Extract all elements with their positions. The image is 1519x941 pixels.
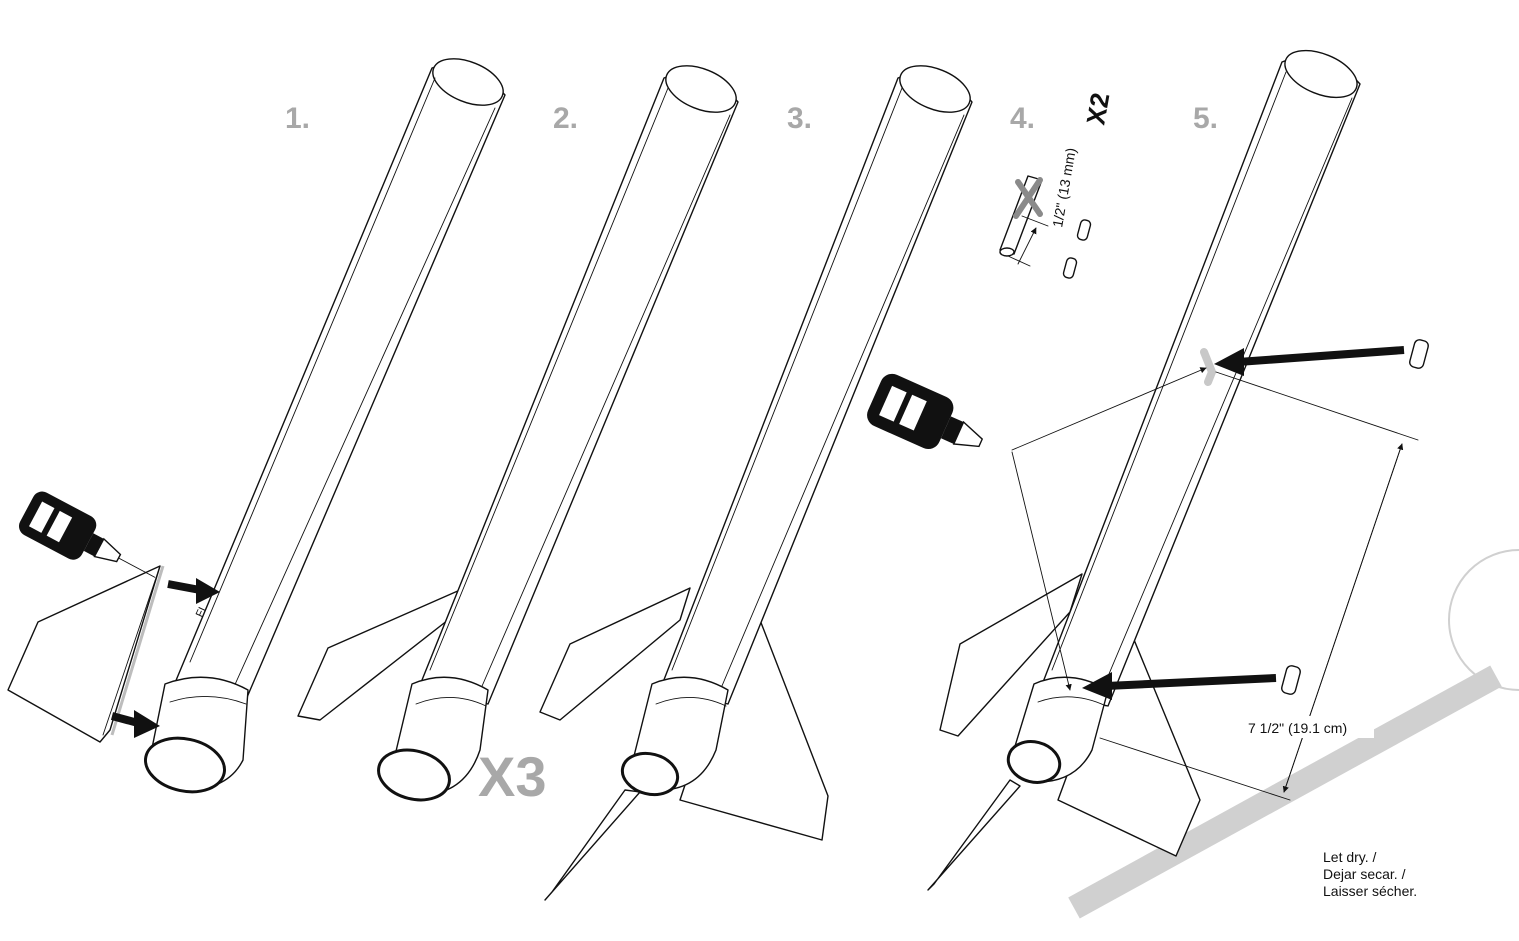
fin-line-label: FL (194, 603, 210, 620)
launch-lug-bottom (1281, 665, 1301, 695)
step-4-number: 4. (1010, 102, 1035, 135)
engine-mount-5 (1006, 740, 1062, 784)
engine-mount-1 (144, 736, 226, 794)
arrow-lug-bottom (1105, 674, 1277, 690)
body-tube-5 (1039, 55, 1361, 707)
fin-1 (7, 565, 161, 743)
step-5-illustration: 7 1/2" (19.1 cm) (867, 49, 1519, 919)
step-5-number: 5. (1193, 102, 1218, 135)
cut-dimension-line (1017, 227, 1037, 265)
dry-note-line-3: Laisser sécher. (1323, 883, 1417, 899)
step-4-cut-length: 1/2" (13 mm) (1049, 147, 1079, 229)
lug-spacing-label: 7 1/2" (19.1 cm) (1248, 720, 1347, 736)
arrow-lug-top (1237, 346, 1405, 366)
step-2-illustration: X3 (297, 65, 739, 808)
cut-lug-pieces (1062, 219, 1092, 279)
step-3-illustration (539, 65, 973, 901)
dry-note-line-1: Let dry. / (1323, 849, 1377, 865)
engine-mount-2 (377, 748, 451, 802)
engine-mount-3 (620, 751, 680, 797)
launch-lug-top (1409, 339, 1429, 369)
fin-3-left (539, 587, 691, 721)
fin-5-bottom (927, 779, 1021, 891)
arrow-fin-line (167, 580, 201, 594)
step-2-multiplier: X3 (478, 745, 547, 808)
step-3-number: 3. (787, 102, 812, 135)
step-4-multiplier: X2 (1080, 91, 1115, 128)
step-1-number: 1. (285, 102, 310, 135)
glue-bottle-icon (18, 491, 156, 578)
step-2-number: 2. (553, 102, 578, 135)
fin-5-left (939, 573, 1083, 737)
arrow-fin-root (110, 712, 140, 727)
dry-note-line-2: Dejar secar. / (1323, 866, 1406, 882)
step-1-illustration: FL (7, 58, 506, 794)
glue-bottle-icon-5 (867, 373, 984, 450)
fin-3-bottom (544, 789, 641, 901)
